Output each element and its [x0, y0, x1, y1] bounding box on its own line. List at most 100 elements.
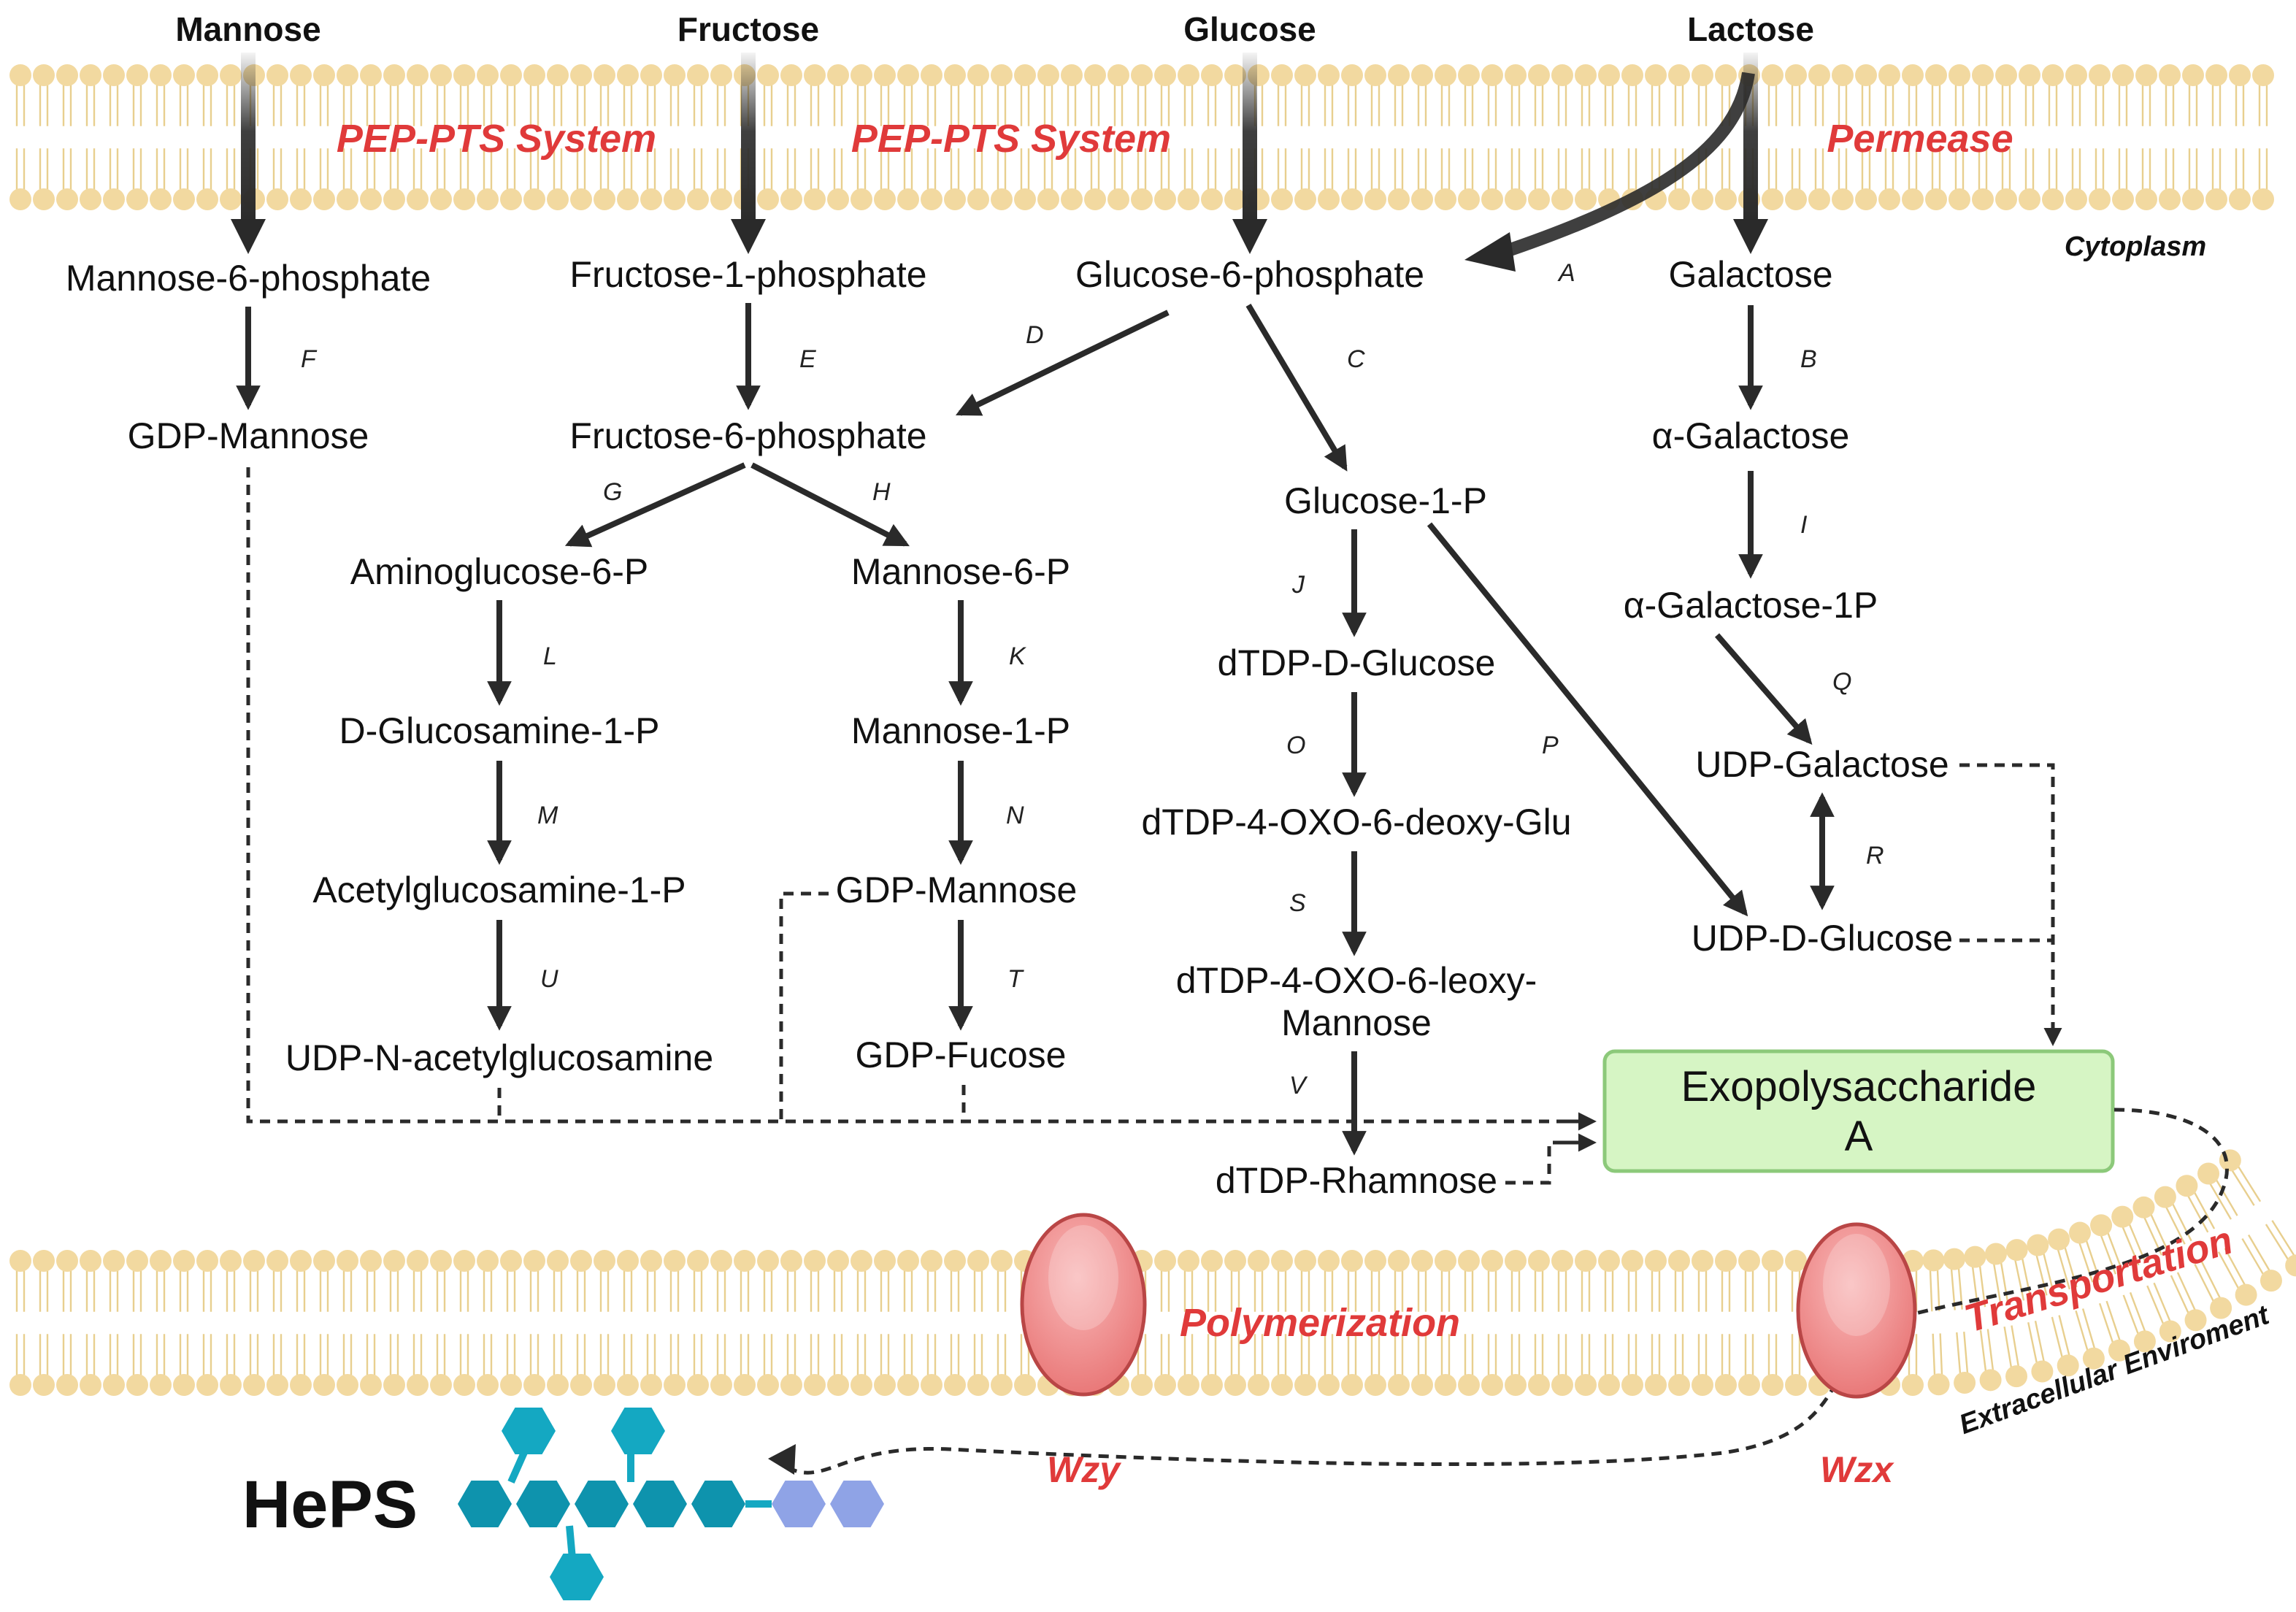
lipid-head [290, 188, 312, 210]
node-aminoglucose-6-p: Aminoglucose-6-P [350, 551, 649, 592]
lipid-head [594, 64, 615, 86]
node-gdp-mannose-mid: GDP-Mannose [836, 870, 1078, 910]
lipid-head [313, 64, 335, 86]
lipid-head [1995, 188, 2017, 210]
lipid-head [1154, 1374, 1176, 1396]
lipid-head [2159, 188, 2181, 210]
lipid-head [710, 1374, 732, 1396]
wzx-protein-highlight [1823, 1234, 1890, 1336]
lipid-head [523, 188, 545, 210]
lipid-head [173, 1250, 195, 1272]
lipid-head [570, 1374, 592, 1396]
lipid-head [617, 1250, 639, 1272]
lipid-head [991, 1250, 1013, 1272]
lipid-head [2042, 64, 2064, 86]
lipid-head [827, 188, 849, 210]
lipid-head [617, 64, 639, 86]
lipid-head [1692, 188, 1713, 210]
enzyme-s: S [1289, 889, 1306, 917]
lipid-head [710, 188, 732, 210]
lipid-head [56, 188, 78, 210]
lipid-head [1505, 1250, 1527, 1272]
lipid-head [2132, 1196, 2155, 1218]
lipid-head [2065, 64, 2087, 86]
lipid-head [33, 1374, 55, 1396]
enzyme-a: A [1557, 259, 1575, 287]
lipid-head [547, 64, 569, 86]
lipid-head [547, 1374, 569, 1396]
lipid-head [851, 64, 872, 86]
lipid-head [1084, 188, 1106, 210]
enzyme-q: Q [1832, 668, 1851, 696]
lipid-head [1435, 1250, 1456, 1272]
sugar-mannose: Mannose [175, 10, 320, 48]
lipid-head [1318, 188, 1340, 210]
lipid-head [780, 1250, 802, 1272]
lipid-head [1943, 1248, 1965, 1270]
lipid-head [2182, 188, 2204, 210]
lipid-head [9, 1374, 31, 1396]
lipid-head [664, 64, 686, 86]
heps-label: HePS [242, 1467, 418, 1542]
lipid-head [967, 1374, 989, 1396]
lipid-head [2259, 1270, 2282, 1292]
lipid-head [1294, 64, 1316, 86]
node-alpha-galactose-1p: α-Galactose-1P [1624, 585, 1878, 626]
lipid-head [1668, 64, 1690, 86]
lipid-head [1927, 1373, 1950, 1396]
lipid-head [2042, 188, 2064, 210]
lipid-head [313, 1374, 335, 1396]
uptake-arrow-mannose [241, 53, 256, 228]
lipid-head [1785, 64, 1807, 86]
lipid-head [243, 1374, 265, 1396]
lipid-head [430, 1250, 452, 1272]
lipid-head [2252, 64, 2274, 86]
lipid-head [1037, 188, 1059, 210]
cell-membrane-bottom [9, 1149, 2296, 1396]
lipid-head [1084, 64, 1106, 86]
lipid-head [687, 1374, 709, 1396]
lipid-head [1551, 1250, 1573, 1272]
lipid-head [1435, 1374, 1456, 1396]
lipid-head [1621, 64, 1643, 86]
lipid-head [664, 1374, 686, 1396]
lipid-head [337, 1374, 358, 1396]
node-udp-d-glucose: UDP-D-Glucose [1692, 918, 1953, 959]
enzyme-r: R [1866, 842, 1884, 870]
lipid-head [991, 188, 1013, 210]
lipid-head [687, 188, 709, 210]
lipid-head [1271, 1250, 1293, 1272]
lipid-head [1271, 64, 1293, 86]
lipid-head [407, 1374, 429, 1396]
lipid-head [710, 64, 732, 86]
lipid-head [56, 1374, 78, 1396]
lipid-head [1645, 1250, 1667, 1272]
lipid-head [1902, 1374, 1924, 1396]
lipid-head [2285, 1254, 2296, 1277]
uptake-arrow-fructose [741, 53, 756, 228]
lipid-head [921, 188, 942, 210]
node-gdp-fucose: GDP-Fucose [856, 1035, 1067, 1075]
lipid-head [1481, 1250, 1503, 1272]
uptake-arrowhead-fructose [731, 219, 766, 254]
lipid-head [1528, 64, 1550, 86]
lipid-head [570, 188, 592, 210]
flow-gdp-mannose-left [246, 467, 1562, 1124]
lipid-head [1832, 188, 1854, 210]
lipid-head [757, 64, 779, 86]
lipid-head [1411, 1374, 1433, 1396]
lipid-head [874, 188, 896, 210]
lipid-head [1528, 188, 1550, 210]
lipid-head [1294, 1374, 1316, 1396]
node-dtdp-d-glucose: dTDP-D-Glucose [1218, 642, 1496, 683]
node-udp-galactose: UDP-Galactose [1695, 744, 1948, 785]
lipid-head [1575, 64, 1597, 86]
lipid-head [80, 1374, 101, 1396]
lipid-head [827, 1374, 849, 1396]
sugar-monomer [611, 1408, 665, 1454]
lipid-head [430, 1374, 452, 1396]
lipid-head [1645, 64, 1667, 86]
lipid-head [500, 1250, 522, 1272]
lipid-head [1458, 1250, 1480, 1272]
reaction-arrows [236, 303, 1835, 1156]
